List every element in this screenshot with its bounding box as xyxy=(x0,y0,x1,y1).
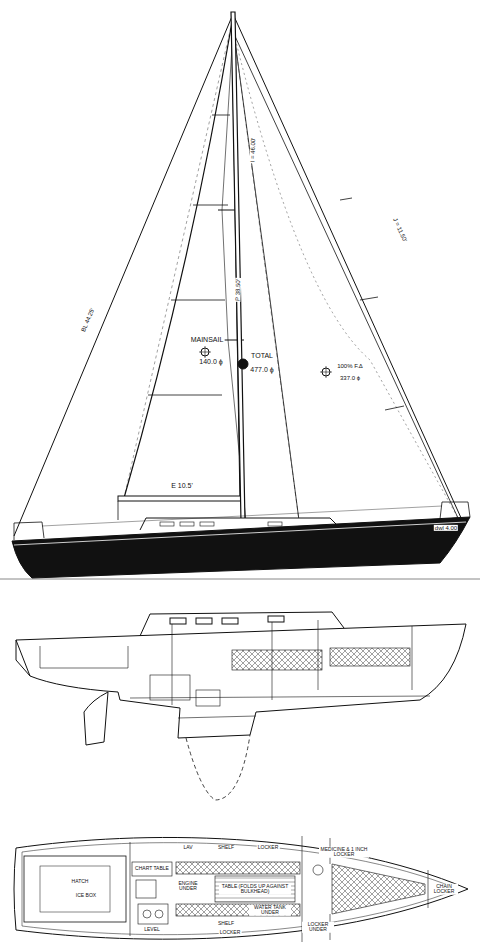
accommodation-plan xyxy=(14,836,468,942)
drawing-label: TABLE (FOLDS UP AGAINST BULKHEAD) xyxy=(219,884,291,895)
drawing-label: LOCKER xyxy=(219,930,242,935)
drawing-label: TOTAL xyxy=(250,352,274,359)
sail-plan xyxy=(0,12,480,579)
drawing-label: LOCKER xyxy=(257,845,280,850)
drawing-label: J = 11.50' xyxy=(392,216,409,244)
drawing-label: SHELF xyxy=(217,845,235,850)
drawing-label: LAV xyxy=(182,845,193,850)
drawing-label: 477.0 ϕ xyxy=(249,366,274,373)
drawing-label: dwl 4.00 xyxy=(434,525,458,531)
drawing-label: LOCKER UNDER xyxy=(302,922,334,933)
drawing-label: 140.0 ϕ xyxy=(198,358,223,365)
drawing-label: LEVEL xyxy=(143,927,161,932)
drawing-label: CHAIN LOCKER xyxy=(430,884,458,895)
drawing-label: P 38.50' xyxy=(234,278,241,302)
inboard-profile xyxy=(16,612,466,800)
drawing-label: HATCH xyxy=(71,879,90,884)
drawing-label: SHELF xyxy=(217,921,235,926)
drawing-label: 100% F.Δ xyxy=(336,363,364,369)
drawing-label: WATER TANK UNDER xyxy=(249,905,291,916)
drawing-label: ENGINE UNDER xyxy=(172,881,204,892)
drawing-label: MEDICINE & 1 INCH LOCKER xyxy=(319,847,369,858)
drawing-label: BL 44.25' xyxy=(80,306,96,333)
drawing-label: E 10.5' xyxy=(170,482,194,489)
drawing-label: MAINSAIL xyxy=(190,336,225,343)
drawing-label: CHART TABLE xyxy=(133,866,171,871)
drawing-label: I = 46.00' xyxy=(249,137,256,164)
drawing-label: 337.0 ϕ xyxy=(339,375,361,381)
drawing-label: ICE BOX xyxy=(75,893,97,898)
